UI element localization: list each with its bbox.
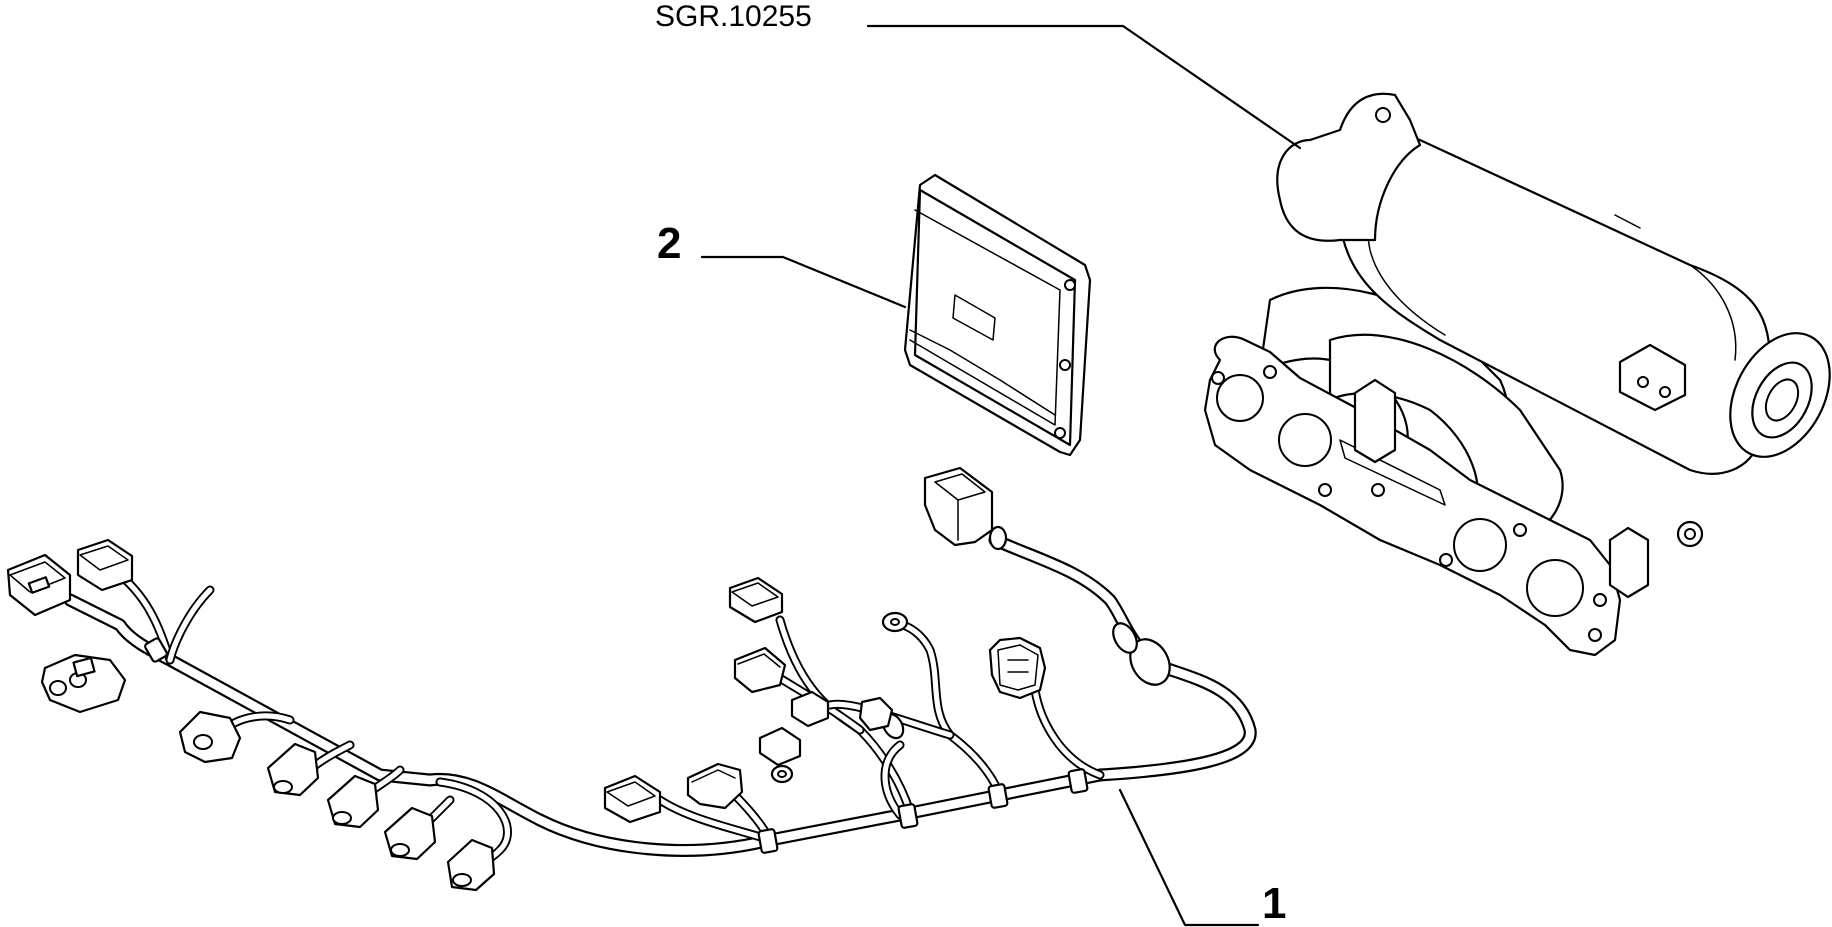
callout-2-label: 2 <box>657 219 682 268</box>
wiring-harness <box>6 466 1257 892</box>
reference-code: SGR.10255 <box>655 0 812 33</box>
leader-lines <box>700 24 1302 927</box>
engine-control-unit <box>903 173 1092 457</box>
intake-manifold <box>1203 92 1831 657</box>
callout-1-label: 1 <box>1262 879 1287 927</box>
